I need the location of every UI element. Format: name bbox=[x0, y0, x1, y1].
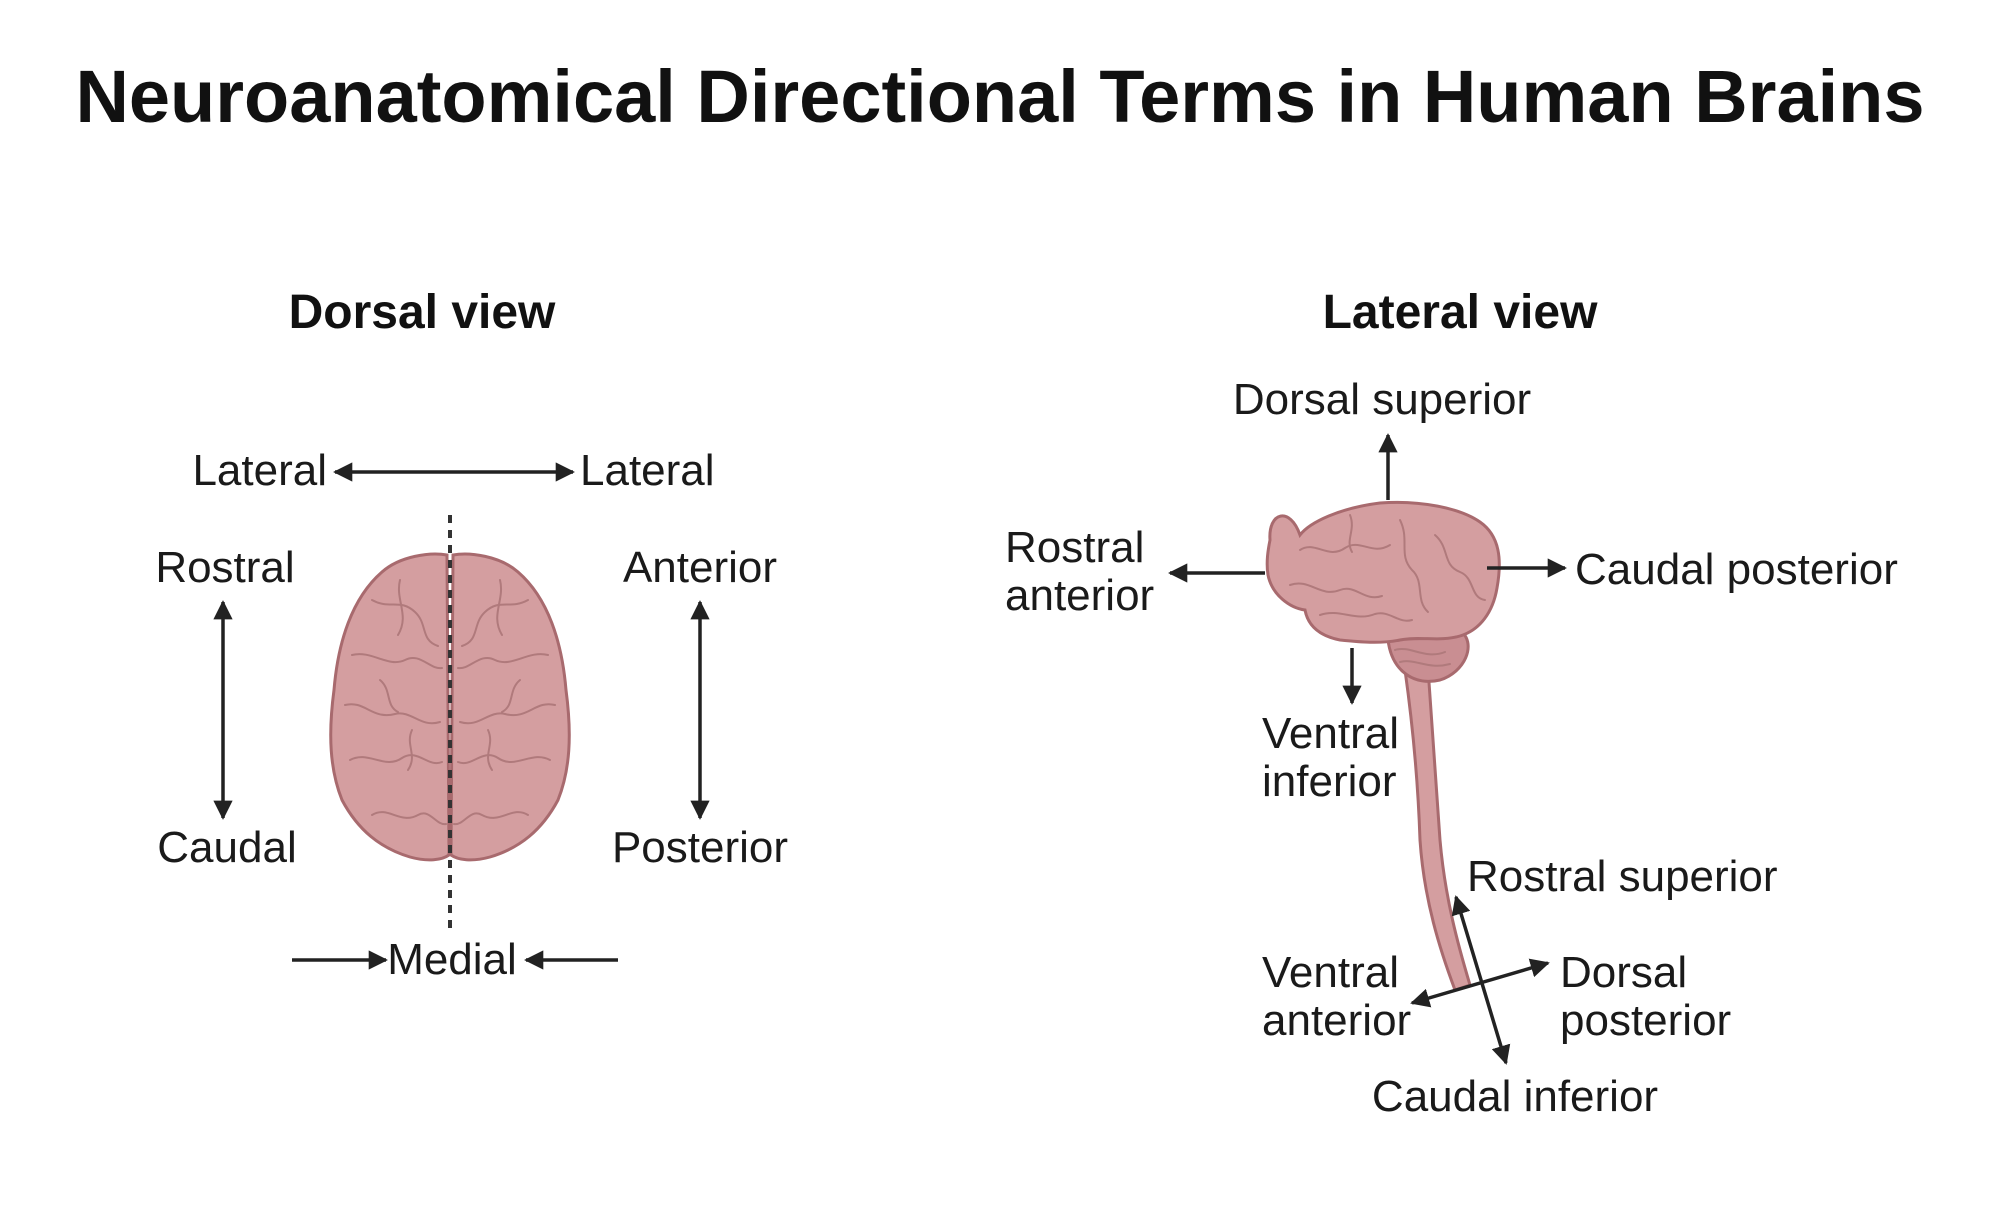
lateral-view-panel: Lateral view Dorsal superior Rostral ant… bbox=[1005, 286, 1898, 1121]
ventral-anterior-label-2: anterior bbox=[1262, 996, 1411, 1045]
dorsal-posterior-label-2: posterior bbox=[1560, 996, 1731, 1045]
dorsal-posterior-label-1: Dorsal bbox=[1560, 948, 1687, 997]
rostral-anterior-label-1: Rostral bbox=[1005, 523, 1144, 572]
brain-dorsal-illustration bbox=[329, 552, 571, 862]
lateral-left-label: Lateral bbox=[192, 446, 327, 495]
brain-gyri-lateral bbox=[1289, 514, 1486, 667]
ventral-dorsal-spinal-arrow bbox=[1410, 958, 1550, 1008]
rostral-label: Rostral bbox=[155, 543, 294, 592]
ventral-anterior-label-1: Ventral bbox=[1262, 948, 1399, 997]
ventral-inferior-label-1: Ventral bbox=[1262, 709, 1399, 758]
cerebrum bbox=[1265, 500, 1501, 644]
anterior-label: Anterior bbox=[623, 543, 777, 592]
rostral-anterior-label-2: anterior bbox=[1005, 571, 1154, 620]
dorsal-view-panel: Dorsal view bbox=[155, 286, 788, 984]
dorsal-superior-label: Dorsal superior bbox=[1233, 375, 1531, 424]
caudal-inferior-label: Caudal inferior bbox=[1372, 1072, 1658, 1121]
lateral-right-label: Lateral bbox=[580, 446, 715, 495]
brain-lateral-illustration bbox=[1265, 500, 1501, 992]
ventral-inferior-label-2: inferior bbox=[1262, 757, 1397, 806]
left-hemisphere bbox=[329, 552, 451, 862]
rostral-superior-label: Rostral superior bbox=[1467, 852, 1778, 901]
page-title: Neuroanatomical Directional Terms in Hum… bbox=[75, 55, 1924, 138]
medial-label: Medial bbox=[387, 935, 517, 984]
brain-gyri-dorsal bbox=[344, 579, 556, 826]
caudal-posterior-label: Caudal posterior bbox=[1575, 545, 1898, 594]
spinal-cord bbox=[1403, 666, 1472, 992]
right-hemisphere bbox=[449, 552, 571, 862]
dorsal-view-heading: Dorsal view bbox=[289, 286, 556, 339]
posterior-label: Posterior bbox=[612, 823, 788, 872]
lateral-view-heading: Lateral view bbox=[1323, 286, 1598, 339]
caudal-label: Caudal bbox=[157, 823, 296, 872]
